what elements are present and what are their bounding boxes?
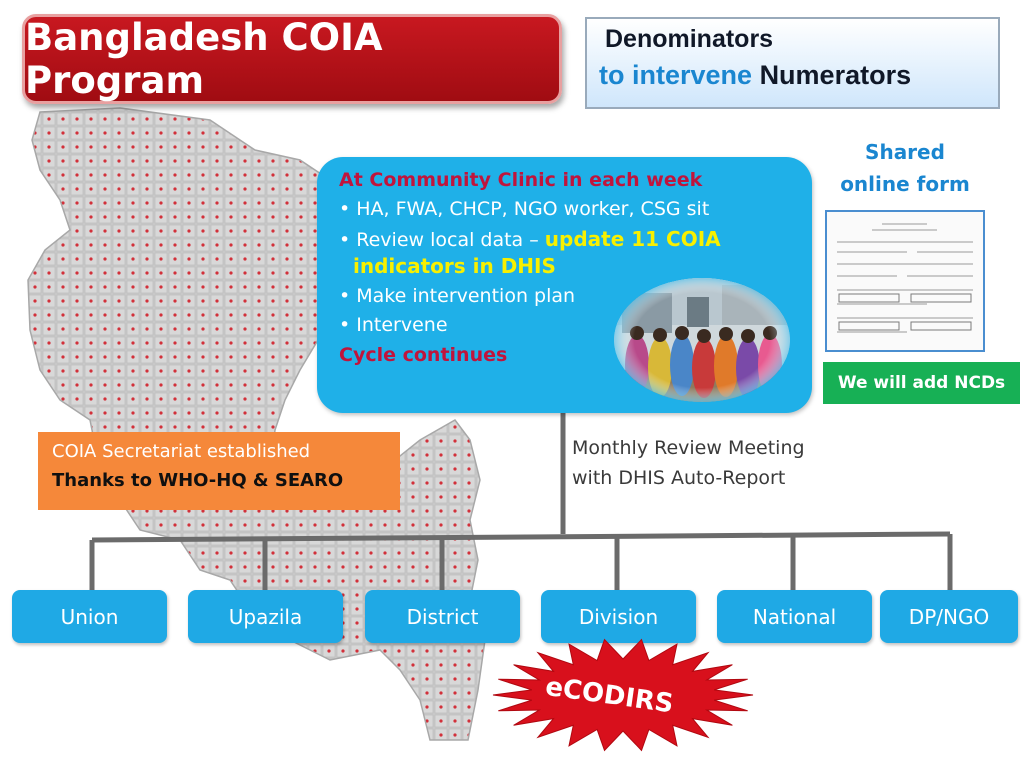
level-dp-ngo[interactable]: DP/NGO [880, 590, 1018, 643]
clinic-heading: At Community Clinic in each week [339, 169, 703, 191]
bullet-glyph: • [339, 285, 351, 307]
level-union[interactable]: Union [12, 590, 167, 643]
denominators-line2-part1: to intervene [599, 60, 753, 90]
bullet-glyph: • [339, 314, 351, 336]
form-document-icon [827, 212, 983, 350]
clinic-bullet-1: • HA, FWA, CHCP, NGO worker, CSG sit [339, 198, 790, 220]
bullet-glyph: • [339, 229, 351, 251]
bullet-glyph: • [339, 198, 351, 220]
level-division[interactable]: Division [541, 590, 696, 643]
clinic-bullet-2-text: Review local data – [356, 229, 539, 251]
meeting-line1: Monthly Review Meeting [572, 437, 805, 459]
shared-form-label-line2: online form [840, 172, 970, 196]
clinic-bullet-3-text: Make intervention plan [356, 285, 576, 307]
online-form-thumbnail[interactable] [825, 210, 985, 352]
denominators-line2-part2: Numerators [759, 60, 912, 90]
secretariat-line2: Thanks to WHO-HQ & SEARO [52, 470, 344, 491]
secretariat-box: COIA Secretariat established Thanks to W… [38, 432, 400, 510]
starburst-badge [492, 638, 754, 752]
program-title: Bangladesh COIA Program [25, 16, 383, 102]
community-photo [614, 278, 790, 402]
secretariat-line1: COIA Secretariat established [52, 441, 311, 462]
level-upazila[interactable]: Upazila [188, 590, 343, 643]
level-national[interactable]: National [717, 590, 872, 643]
denominators-line1: Denominators [605, 25, 774, 53]
shared-form-label: Shared online form [820, 136, 990, 200]
clinic-bullet-3: • Make intervention plan [339, 285, 790, 307]
clinic-bullet-2-highlight-b: indicators in DHIS [353, 254, 556, 278]
denominators-box: Denominators to intervene Numerators [585, 17, 1000, 109]
clinic-bullet-4: • Intervene [339, 314, 790, 336]
clinic-bullet-1-text: HA, FWA, CHCP, NGO worker, CSG sit [356, 198, 710, 220]
shared-form-label-line1: Shared [865, 140, 945, 164]
title-banner: Bangladesh COIA Program [22, 14, 562, 104]
meeting-line2: with DHIS Auto-Report [572, 467, 786, 489]
clinic-bullet-2: • Review local data – update 11 COIA [339, 227, 790, 251]
clinic-bullet-4-text: Intervene [356, 314, 448, 336]
clinic-footer: Cycle continues [339, 344, 508, 366]
clinic-bullet-2-cont: indicators in DHIS [339, 254, 790, 278]
clinic-bullet-2-highlight-a: update 11 COIA [544, 227, 721, 251]
denominators-line2: to intervene Numerators [599, 60, 986, 91]
monthly-meeting-note: Monthly Review Meeting with DHIS Auto-Re… [572, 433, 805, 493]
level-district[interactable]: District [365, 590, 520, 643]
ncd-note: We will add NCDs [823, 362, 1020, 404]
